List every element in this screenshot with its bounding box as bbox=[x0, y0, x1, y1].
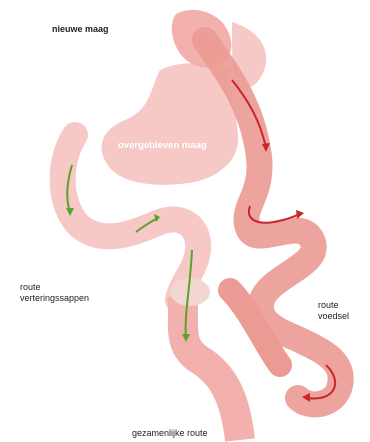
new-stomach-label: nieuwe maag bbox=[52, 24, 109, 35]
food-route-label: route voedsel bbox=[318, 300, 349, 322]
food-arrow-2-head bbox=[296, 210, 304, 219]
remaining-stomach-label: overgebleven maag bbox=[118, 140, 207, 151]
food-route-label-line2: voedsel bbox=[318, 311, 349, 322]
digestive-route-label-line2: verteringssappen bbox=[20, 293, 89, 304]
digestive-route-label: route verteringssappen bbox=[20, 282, 89, 304]
digestive-route-label-line1: route bbox=[20, 282, 89, 293]
food-route-label-line1: route bbox=[318, 300, 349, 311]
common-channel bbox=[182, 295, 240, 440]
combined-route-label: gezamenlijke route bbox=[132, 428, 208, 439]
